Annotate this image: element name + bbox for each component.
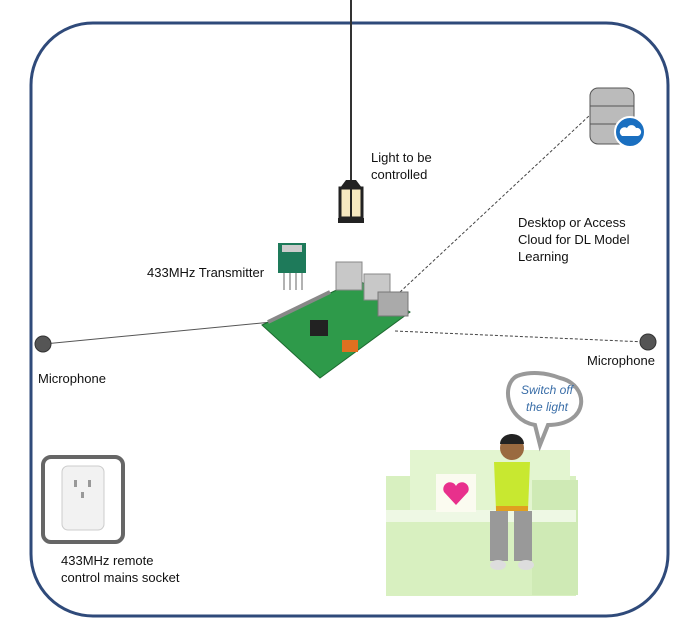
link-cloud [399, 114, 591, 293]
speech-bubble [506, 371, 584, 452]
link-mic-left [43, 321, 273, 345]
microphone-icon-left [34, 335, 52, 353]
link-mic-right [394, 330, 647, 343]
raspberry-pi-board [261, 261, 411, 379]
server-cloud-icon [589, 87, 646, 148]
room-frame [29, 21, 670, 618]
smart-socket-icon [41, 455, 125, 544]
rf-transmitter-module [278, 243, 306, 290]
mic-right-label: Microphone [587, 353, 655, 368]
microphone-icon-right [639, 333, 657, 351]
lamp-icon [338, 0, 364, 223]
sofa [386, 450, 578, 596]
heart-icon [443, 482, 469, 505]
person-avatar [490, 434, 534, 570]
transmitter-label: 433MHz Transmitter [147, 265, 265, 280]
mic-left-label: Microphone [38, 371, 106, 386]
